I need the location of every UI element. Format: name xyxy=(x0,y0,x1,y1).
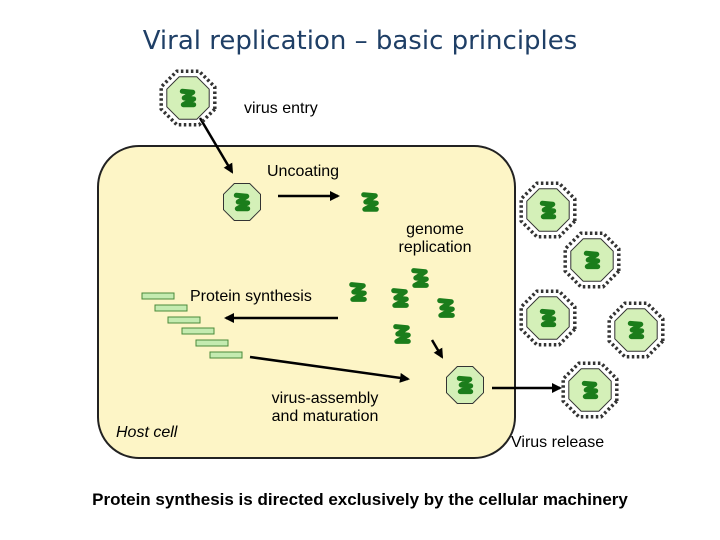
arrow-assembly xyxy=(249,355,410,383)
genome-icon xyxy=(627,320,645,340)
uncoating-label: Uncoating xyxy=(267,163,340,180)
capsid-icon xyxy=(223,183,261,221)
genome-strand-icon xyxy=(437,298,455,318)
protein-bar xyxy=(209,351,243,359)
genome-strand-icon xyxy=(361,192,379,212)
virus-entry-label: virus entry xyxy=(244,100,318,117)
virus-release-label: Virus release xyxy=(511,434,605,451)
virion-icon xyxy=(159,69,217,127)
genome-icon xyxy=(539,200,557,220)
genome-icon xyxy=(456,375,474,395)
footer-caption: Protein synthesis is directed exclusivel… xyxy=(92,490,628,509)
virion-icon xyxy=(607,301,665,359)
virion-icon xyxy=(519,181,577,239)
protein-bar xyxy=(154,304,188,312)
genome-icon xyxy=(539,308,557,328)
genome-icon xyxy=(179,88,197,108)
virion-icon xyxy=(519,289,577,347)
genome-icon xyxy=(233,192,251,212)
protein-bar xyxy=(181,327,215,335)
virion-icon xyxy=(563,231,621,289)
genome-strand-icon xyxy=(411,268,429,288)
genome-strand-icon xyxy=(349,282,367,302)
arrow-entry xyxy=(198,117,234,174)
protein-bar xyxy=(141,292,175,300)
assembly-line2: and maturation xyxy=(271,408,379,425)
protein-bar xyxy=(167,316,201,324)
genome-replication-label: genome replication xyxy=(380,221,490,257)
virion-icon xyxy=(561,361,619,419)
protein-bar xyxy=(195,339,229,347)
genome-replication-line1: genome xyxy=(406,221,464,238)
capsid-icon xyxy=(446,366,484,404)
genome-strand-icon xyxy=(391,288,409,308)
assembly-label: virus-assembly and maturation xyxy=(250,390,400,426)
genome-icon xyxy=(583,250,601,270)
genome-replication-line2: replication xyxy=(398,239,472,256)
protein-synthesis-label: Protein synthesis xyxy=(190,288,312,305)
arrow-to-assembled xyxy=(430,339,444,359)
page-title: Viral replication – basic principles xyxy=(142,26,578,56)
genome-icon xyxy=(581,380,599,400)
assembly-line1: virus-assembly xyxy=(271,390,379,407)
host-cell-label: Host cell xyxy=(116,424,178,441)
genome-strand-icon xyxy=(393,324,411,344)
